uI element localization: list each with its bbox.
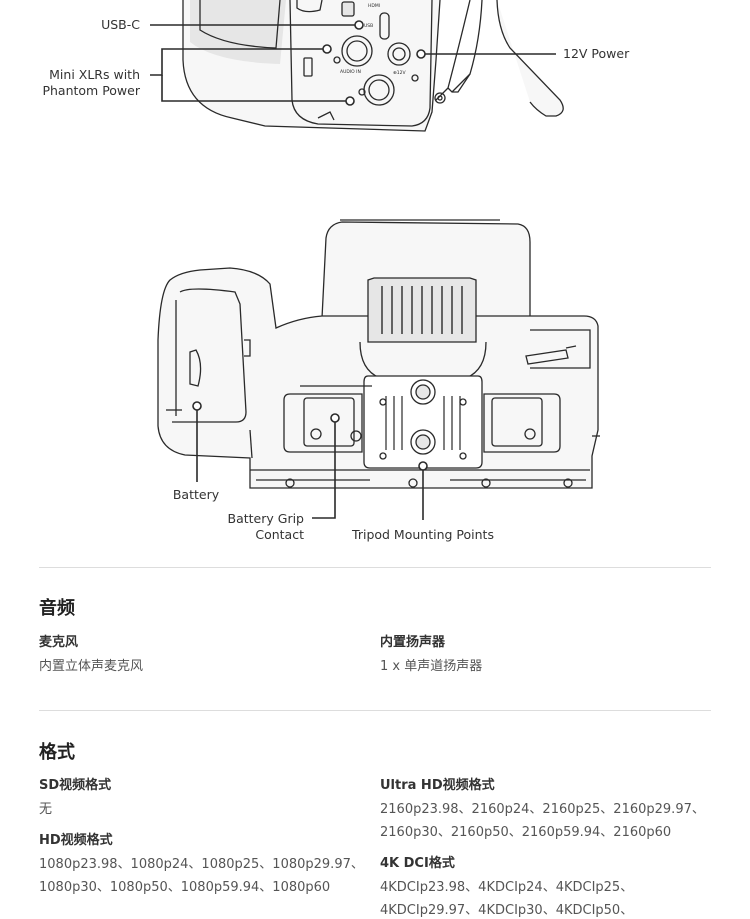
panel-label-12v: ⊕12V [393, 70, 406, 76]
spec-value: 无 [39, 802, 53, 817]
callout-12v-power: 12V Power [563, 46, 630, 61]
spec-label: 内置扬声器 [380, 635, 446, 650]
section-title: 音频 [39, 598, 75, 619]
underside-illustration [157, 219, 600, 520]
spec-speaker: 内置扬声器 1 x 单声道扬声器 [380, 633, 710, 678]
spec-hd-format: HD视频格式 1080p23.98、1080p24、1080p25、1080p2… [39, 831, 379, 899]
callout-usb-c: USB-C [101, 17, 140, 32]
section-divider [39, 710, 711, 711]
panel-label-audio-in: AUDIO IN [340, 69, 361, 75]
underside-diagram: Battery Battery Grip Contact Tripod Moun… [0, 200, 750, 560]
panel-label-hdmi: HDMI [368, 3, 380, 9]
callout-mini-xlr: Mini XLRs with Phantom Power [42, 67, 140, 98]
spec-label: Ultra HD视频格式 [380, 778, 495, 793]
spec-value: 2160p23.98、2160p24、2160p25、2160p29.97、 2… [380, 802, 705, 840]
callout-tripod-mounting-points: Tripod Mounting Points [352, 527, 494, 542]
spec-value: 1080p23.98、1080p24、1080p25、1080p29.97、 1… [39, 857, 364, 895]
spec-value: 4KDCIp23.98、4KDCIp24、4KDCIp25、 4KDCIp29.… [380, 880, 634, 918]
section-divider [39, 567, 711, 568]
connector-diagram: HDMI USB AUDIO IN ⊕12V USB-C Mini XLRs w… [0, 0, 750, 150]
spec-label: 4K DCI格式 [380, 856, 455, 871]
spec-4k-dci-format: 4K DCI格式 4KDCIp23.98、4KDCIp24、4KDCIp25、 … [380, 854, 720, 919]
spec-label: 麦克风 [39, 635, 79, 650]
callout-battery-grip-contact: Battery Grip Contact [227, 511, 304, 542]
spec-value: 内置立体声麦克风 [39, 659, 144, 674]
spec-microphone: 麦克风 内置立体声麦克风 [39, 633, 369, 678]
connector-illustration: HDMI USB AUDIO IN ⊕12V [150, 0, 564, 132]
spec-uhd-format: Ultra HD视频格式 2160p23.98、2160p24、2160p25、… [380, 776, 720, 844]
spec-value: 1 x 单声道扬声器 [380, 659, 483, 674]
callout-battery: Battery [172, 487, 220, 502]
section-title: 格式 [39, 742, 75, 763]
spec-label: HD视频格式 [39, 833, 113, 848]
panel-label-usb: USB [364, 23, 373, 29]
spec-label: SD视频格式 [39, 778, 112, 793]
spec-sd-format: SD视频格式 无 [39, 776, 369, 821]
